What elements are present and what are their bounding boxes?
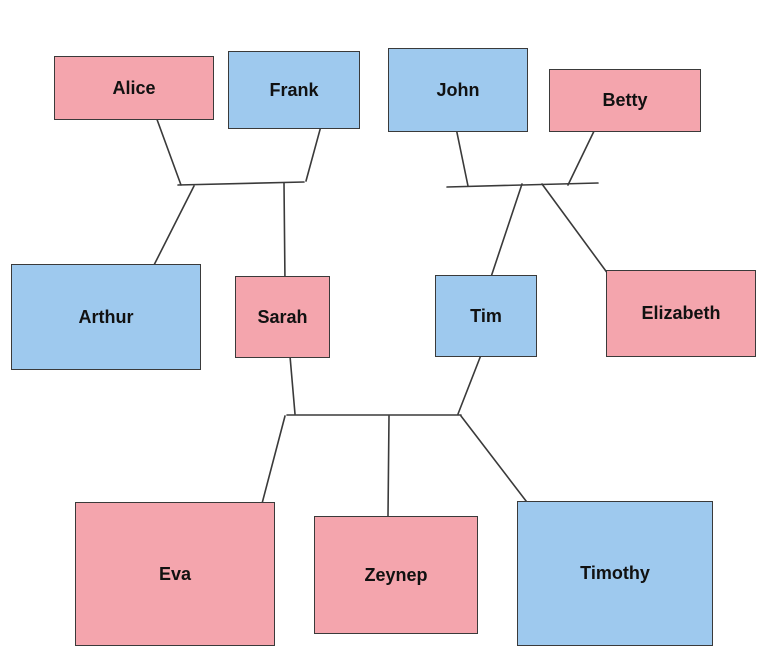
- person-node-betty[interactable]: Betty: [549, 69, 701, 132]
- person-name-arthur: Arthur: [78, 306, 134, 327]
- parent-link-tim: [457, 354, 482, 415]
- child-link-eva: [258, 415, 286, 516]
- person-name-eva: Eva: [158, 563, 192, 584]
- parent-link-john: [454, 122, 469, 187]
- person-name-elizabeth: Elizabeth: [641, 303, 721, 323]
- child-link-arthur: [150, 185, 195, 272]
- marriage-line-john-betty: [446, 182, 599, 188]
- person-name-frank: Frank: [269, 79, 319, 100]
- person-name-tim: Tim: [470, 305, 502, 326]
- parent-link-alice: [154, 113, 182, 186]
- person-name-timothy: Timothy: [580, 563, 650, 583]
- child-link-zeynep: [387, 415, 390, 517]
- person-name-john: John: [436, 79, 480, 100]
- person-name-zeynep: Zeynep: [364, 564, 428, 585]
- person-node-frank[interactable]: Frank: [228, 51, 360, 129]
- person-node-arthur[interactable]: Arthur: [11, 264, 201, 370]
- person-name-alice: Alice: [112, 77, 156, 98]
- parent-link-frank: [305, 125, 322, 182]
- child-link-timothy: [460, 415, 537, 515]
- parent-link-betty: [567, 126, 597, 186]
- person-node-elizabeth[interactable]: Elizabeth: [606, 270, 756, 357]
- person-node-tim[interactable]: Tim: [435, 275, 537, 357]
- parent-link-sarah: [289, 355, 296, 415]
- person-node-alice[interactable]: Alice: [54, 56, 214, 120]
- child-link-sarah: [283, 182, 286, 285]
- person-name-sarah: Sarah: [257, 306, 308, 327]
- marriage-line-alice-frank: [177, 181, 305, 186]
- person-node-timothy[interactable]: Timothy: [517, 501, 713, 646]
- person-node-zeynep[interactable]: Zeynep: [314, 516, 478, 634]
- person-node-sarah[interactable]: Sarah: [235, 276, 330, 358]
- person-node-eva[interactable]: Eva: [75, 502, 275, 646]
- child-link-elizabeth: [541, 183, 612, 279]
- person-node-john[interactable]: John: [388, 48, 528, 132]
- person-name-betty: Betty: [602, 90, 648, 110]
